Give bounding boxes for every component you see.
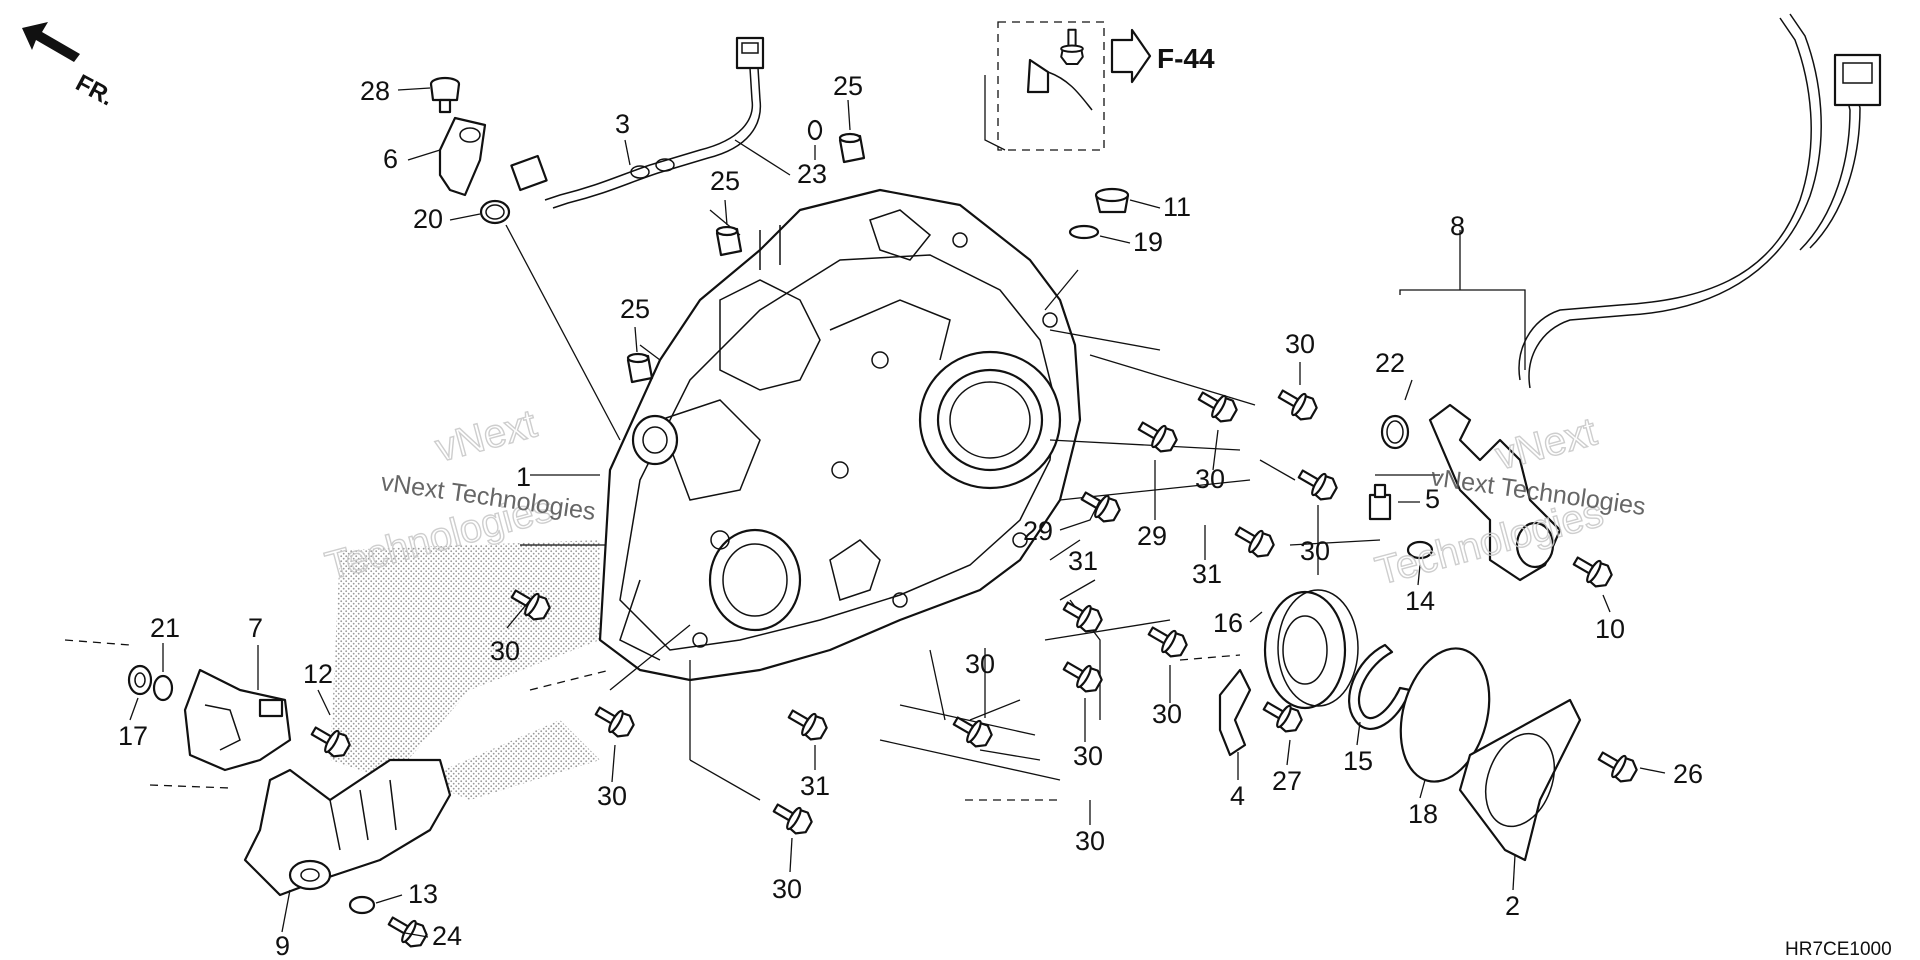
- callout-6: 6: [383, 144, 398, 174]
- callout-15: 15: [1343, 746, 1373, 776]
- callout-31-b: 31: [1068, 546, 1098, 576]
- callout-29-b: 29: [1137, 521, 1167, 551]
- callout-16: 16: [1213, 608, 1243, 638]
- speed-sensor-harness: [1380, 13, 1882, 582]
- callout-25-top: 25: [833, 71, 863, 101]
- washers-17-21: [127, 664, 174, 702]
- callout-30-h: 30: [597, 781, 627, 811]
- o-ring-18: [1399, 647, 1491, 783]
- callout-5: 5: [1425, 484, 1440, 514]
- callout-30-b: 30: [1195, 464, 1225, 494]
- callout-7: 7: [248, 613, 263, 643]
- callout-25-mid: 25: [710, 166, 740, 196]
- sensor-assembly: [429, 36, 765, 225]
- callout-11: 11: [1163, 192, 1191, 222]
- crankcase-cover: [598, 188, 1082, 682]
- washer-13: [348, 895, 376, 915]
- reference-inset: [984, 21, 1105, 151]
- callout-8: 8: [1450, 211, 1465, 241]
- plate-2: [1458, 698, 1582, 862]
- callout-12: 12: [303, 659, 333, 689]
- callout-4: 4: [1230, 781, 1245, 811]
- lower-cover-9: [243, 758, 452, 897]
- callout-17: 17: [118, 721, 148, 751]
- label-leaders: [129, 87, 1666, 938]
- washer-23: [807, 119, 823, 141]
- sensor-7: [183, 668, 292, 772]
- callout-24: 24: [432, 921, 462, 951]
- bearing-16: [1263, 589, 1359, 710]
- callout-30-g: 30: [490, 636, 520, 666]
- front-direction-arrow-icon: [22, 22, 80, 62]
- callout-20: 20: [413, 204, 443, 234]
- dowel-pins: [626, 132, 866, 384]
- callout-30-e: 30: [1073, 741, 1103, 771]
- bolt-24: [383, 909, 431, 952]
- watermark-line1-right: vNext: [1491, 410, 1601, 479]
- callout-27: 27: [1272, 766, 1302, 796]
- bolt-10: [1568, 549, 1616, 592]
- callout-18: 18: [1408, 799, 1438, 829]
- washer-14: [1406, 540, 1434, 560]
- reference-label: F-44: [1157, 43, 1215, 74]
- callout-30-j: 30: [1075, 826, 1105, 856]
- callout-31-c: 31: [800, 771, 830, 801]
- callout-26: 26: [1673, 759, 1703, 789]
- watermark-line1-left: vNext: [431, 402, 541, 471]
- callout-10: 10: [1595, 614, 1625, 644]
- callout-14: 14: [1405, 586, 1435, 616]
- callout-labels: 28 6 20 3 25 23 25 25 1 11 19 30 30 30 2…: [118, 71, 1703, 960]
- callout-25-left: 25: [620, 294, 650, 324]
- diagram-code: HR7CE1000: [1785, 939, 1892, 960]
- drain-plug: [1068, 187, 1130, 240]
- switch-5: [1368, 483, 1392, 521]
- callout-30-i: 30: [772, 874, 802, 904]
- callout-30-c: 30: [1300, 536, 1330, 566]
- bolt-26: [1593, 744, 1641, 787]
- callout-21: 21: [150, 613, 180, 643]
- shading-lower: [420, 720, 600, 800]
- callout-19: 19: [1133, 227, 1163, 257]
- callout-30-f: 30: [965, 649, 995, 679]
- callout-22: 22: [1375, 348, 1405, 378]
- callout-23: 23: [797, 159, 827, 189]
- bracket-4: [1218, 668, 1252, 757]
- callout-1: 1: [516, 462, 531, 492]
- callout-29-a: 29: [1023, 516, 1053, 546]
- callout-9: 9: [275, 931, 290, 960]
- callout-3: 3: [615, 109, 630, 139]
- callout-13: 13: [408, 879, 438, 909]
- reference-arrow-icon: [1110, 28, 1152, 84]
- callout-30-d: 30: [1152, 699, 1182, 729]
- callout-31-a: 31: [1192, 559, 1222, 589]
- callout-28: 28: [360, 76, 390, 106]
- callout-2: 2: [1505, 891, 1520, 921]
- callout-30-a: 30: [1285, 329, 1315, 359]
- direction-label: FR.: [71, 69, 118, 111]
